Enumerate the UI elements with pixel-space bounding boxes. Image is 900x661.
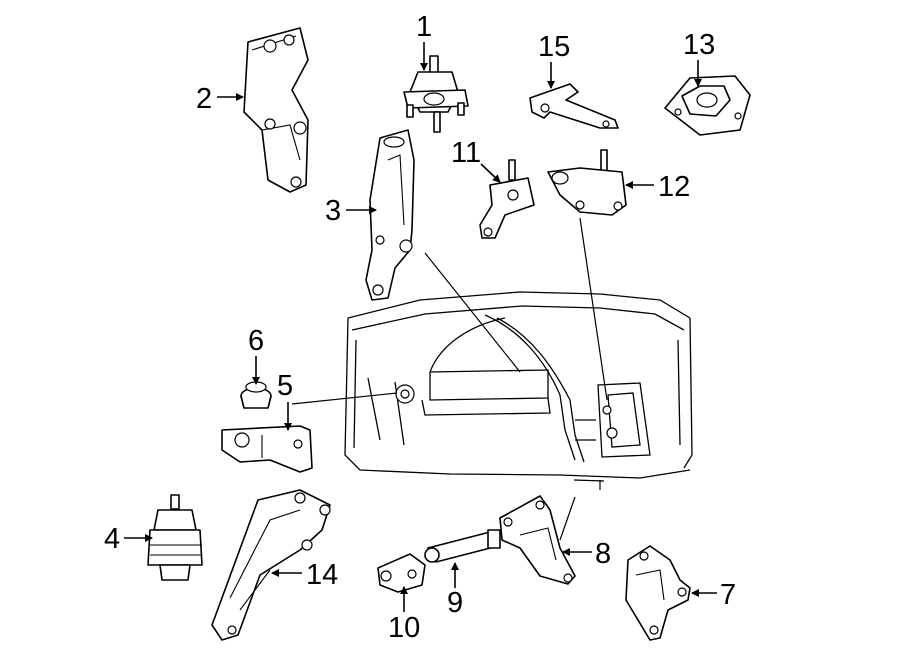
- callout-3: 3: [325, 195, 377, 227]
- part-1-engine-mount: [403, 55, 469, 133]
- callout-12-label: 12: [658, 171, 690, 203]
- callout-8-label: 8: [595, 538, 611, 570]
- part-11-stud-bracket: [479, 159, 535, 239]
- callout-10: 10: [388, 586, 420, 644]
- leader-lines: [291, 217, 608, 541]
- callout-7-label: 7: [720, 579, 736, 611]
- part-10-block-mount: [377, 553, 426, 593]
- part-6-grommet: [240, 381, 272, 409]
- callout-6-label: 6: [248, 325, 264, 357]
- callout-14: 14: [271, 559, 338, 591]
- part-14-triangular-bracket: [211, 489, 331, 641]
- callout-2-label: 2: [196, 83, 212, 115]
- callout-15: 15: [538, 31, 570, 89]
- callout-10-label: 10: [388, 612, 420, 644]
- callout-2: 2: [196, 83, 244, 115]
- callout-4: 4: [104, 523, 153, 555]
- part-9-torque-rod: [424, 529, 501, 563]
- callout-6: 6: [248, 325, 264, 385]
- callout-14-label: 14: [306, 559, 338, 591]
- part-13-mount-pad: [664, 75, 751, 136]
- callout-4-label: 4: [104, 523, 120, 555]
- part-4-cylindrical-mount: [147, 494, 203, 581]
- part-5-lower-bracket: [221, 425, 313, 473]
- callout-9-label: 9: [447, 587, 463, 619]
- part-3-arm-bracket: [365, 129, 415, 301]
- part-15-link-bracket: [529, 83, 619, 129]
- callout-1-label: 1: [416, 11, 432, 43]
- part-12-stud-bracket: [547, 149, 627, 216]
- callout-1: 1: [416, 11, 432, 71]
- callout-11-label: 11: [451, 137, 481, 169]
- part-2-mount-bracket: [243, 27, 309, 193]
- callout-8: 8: [562, 538, 611, 570]
- callout-3-label: 3: [325, 195, 341, 227]
- callout-11: 11: [451, 137, 501, 183]
- callout-12: 12: [625, 171, 690, 203]
- callout-5: 5: [277, 370, 293, 431]
- callout-13: 13: [683, 29, 715, 87]
- callout-7: 7: [691, 579, 736, 611]
- callout-9: 9: [447, 562, 463, 619]
- callout-15-label: 15: [538, 31, 570, 63]
- vehicle-frame-outline: [344, 291, 693, 482]
- callout-13-label: 13: [683, 29, 715, 61]
- part-7-side-bracket: [625, 545, 691, 641]
- part-8-upright-bracket: [499, 495, 576, 585]
- callout-5-label: 5: [277, 370, 293, 402]
